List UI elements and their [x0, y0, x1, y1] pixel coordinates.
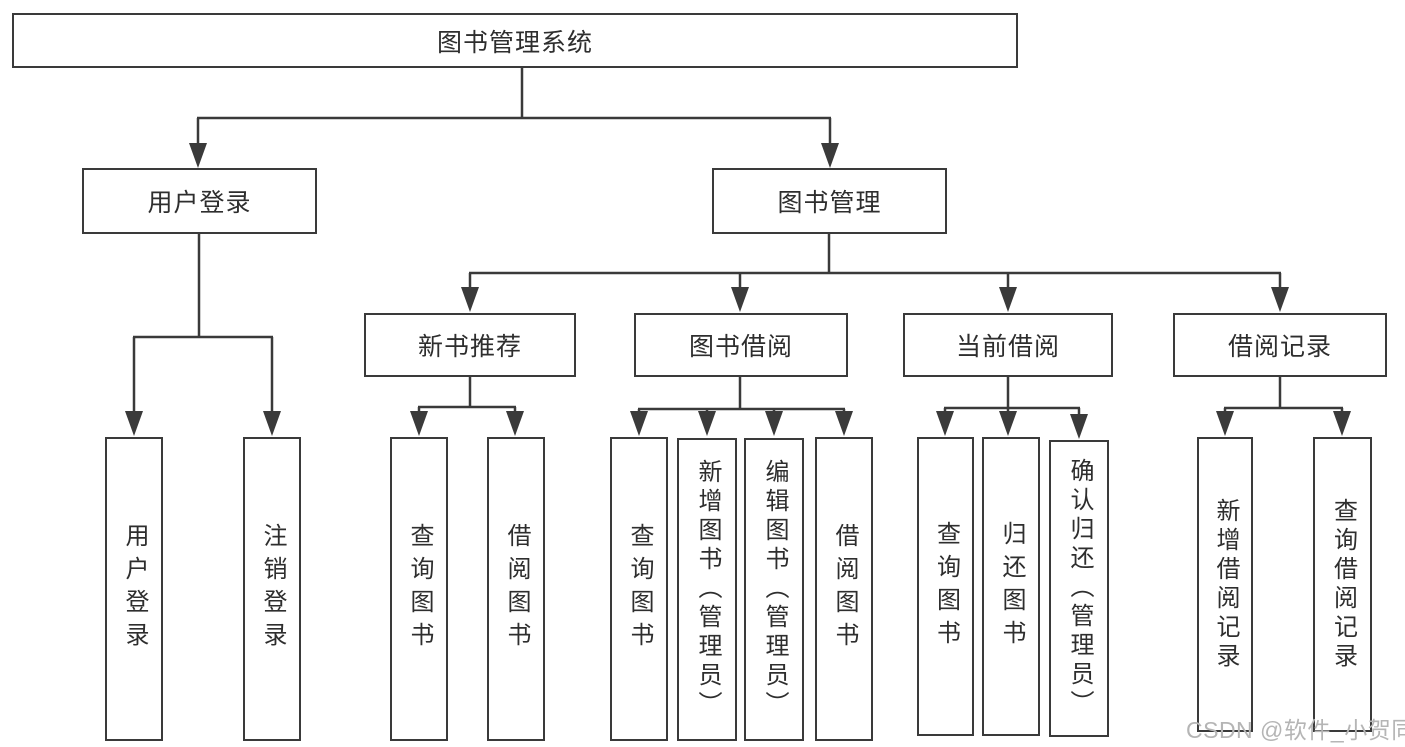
node-book-management-system: 图书管理系统 [12, 13, 1018, 68]
csdn-watermark: CSDN @软件_小贺同学 [1186, 717, 1405, 743]
arrowheads [125, 143, 1351, 439]
node-new-book-recommend: 新书推荐 [364, 313, 576, 377]
node-book-borrow: 图书借阅 [634, 313, 848, 377]
leaf-query-books-recommend: 查询图书 [390, 437, 448, 741]
leaf-query-books-borrow: 查询图书 [610, 437, 668, 741]
leaf-label: 确认归还（管理员） [1066, 458, 1093, 719]
leaf-label: 新增图书（管理员） [694, 459, 721, 720]
leaf-borrow-books-borrow: 借阅图书 [815, 437, 873, 741]
leaf-borrow-books-recommend: 借阅图书 [487, 437, 545, 741]
leaf-label: 查询图书 [626, 523, 653, 655]
node-book-management: 图书管理 [712, 168, 947, 234]
leaf-label: 查询借阅记录 [1329, 497, 1357, 672]
leaf-label: 归还图书 [998, 520, 1025, 653]
leaf-query-borrow-record: 查询借阅记录 [1313, 437, 1372, 732]
leaf-label: 注销登录 [259, 523, 286, 655]
leaf-label: 借阅图书 [503, 523, 530, 655]
leaf-query-books-current: 查询图书 [917, 437, 974, 736]
node-current-borrow: 当前借阅 [903, 313, 1113, 377]
node-borrow-records: 借阅记录 [1173, 313, 1387, 377]
leaf-logout: 注销登录 [243, 437, 301, 741]
leaf-confirm-return-admin: 确认归还（管理员） [1049, 440, 1109, 737]
leaf-edit-book-admin: 编辑图书（管理员） [744, 438, 804, 741]
node-user-login: 用户登录 [82, 168, 317, 234]
leaf-label: 编辑图书（管理员） [761, 459, 788, 720]
leaf-label: 查询图书 [932, 520, 960, 653]
leaf-label: 借阅图书 [831, 523, 858, 655]
leaf-user-login: 用户登录 [105, 437, 163, 741]
leaf-return-book: 归还图书 [982, 437, 1040, 736]
leaf-add-book-admin: 新增图书（管理员） [677, 438, 737, 741]
leaf-label: 查询图书 [406, 523, 433, 655]
leaf-add-borrow-record: 新增借阅记录 [1197, 437, 1253, 732]
leaf-label: 新增借阅记录 [1212, 497, 1239, 672]
leaf-label: 用户登录 [121, 523, 148, 655]
